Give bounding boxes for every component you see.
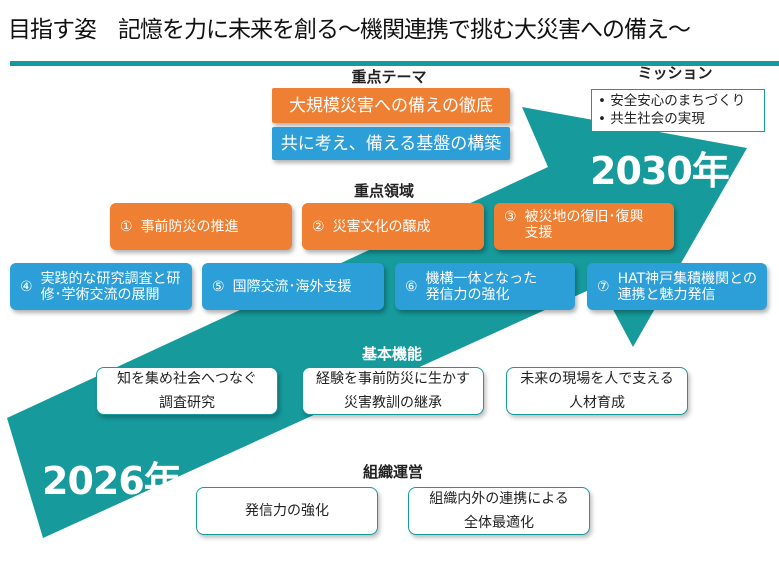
function-research: 知を集め社会へつなぐ調査研究: [96, 367, 278, 415]
themes-heading: 重点テーマ: [351, 68, 427, 86]
theme-foundation: 共に考え、備える基盤の構築: [272, 127, 510, 160]
year-2026-label: 2026年: [42, 459, 182, 503]
theme-label: 大規模災害への備えの徹底: [289, 95, 493, 116]
functions-heading: 基本機能: [361, 345, 423, 363]
theme-disaster-preparedness: 大規模災害への備えの徹底: [272, 88, 510, 123]
operation-optimization: 組織内外の連携による全体最適化: [408, 487, 590, 535]
mission-item: • 安全安心のまちづくり: [598, 93, 746, 109]
function-lessons: 経験を事前防災に生かす災害教訓の継承: [302, 367, 484, 415]
mission-heading: ミッション: [637, 64, 713, 82]
function-training: 未来の現場を人で支える人材育成: [506, 367, 688, 415]
mission-box: • 安全安心のまちづくり • 共生社会の実現: [591, 89, 765, 132]
mission-item: • 共生社会の実現: [598, 111, 705, 127]
operations-heading: 組織運営: [362, 463, 424, 481]
page-title: 目指す姿 記憶を力に未来を創る～機関連携で挑む大災害への備え～: [8, 17, 691, 43]
year-2030-label: 2030年: [590, 149, 730, 193]
operation-communication: 発信力の強化: [196, 487, 378, 535]
theme-label: 共に考え、備える基盤の構築: [280, 133, 502, 154]
title-divider: [10, 61, 779, 66]
areas-heading: 重点領域: [353, 182, 415, 200]
